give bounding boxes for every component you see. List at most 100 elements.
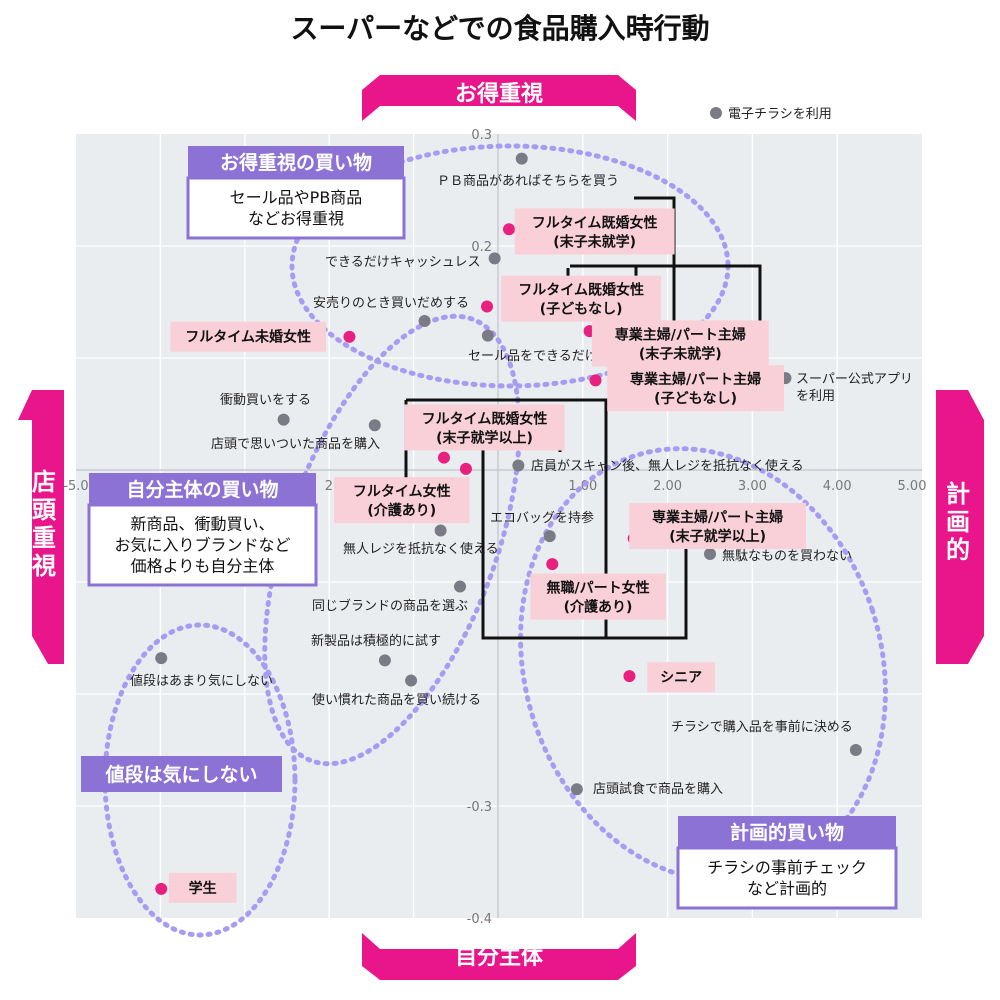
behavior-point xyxy=(418,315,431,328)
direction-label-right: 画 xyxy=(946,508,970,536)
behavior-point xyxy=(454,580,467,593)
behavior-point xyxy=(405,674,418,687)
behavior-point xyxy=(378,654,391,667)
segment-label: 無職/パート女性 xyxy=(547,580,650,597)
segment-label: 専業主婦/パート主婦 xyxy=(652,509,783,526)
chart-title: スーパーなどでの食品購入時行動 xyxy=(290,12,709,45)
segment-label-box xyxy=(629,503,807,549)
behavior-point xyxy=(849,744,862,756)
behavior-label: ＰＢ商品があればそちらを買う xyxy=(437,174,619,189)
segment-label-box xyxy=(607,365,784,412)
behavior-label: を利用 xyxy=(796,389,835,404)
segment-label-box xyxy=(647,662,716,693)
behavior-label: 無駄なものを買わない xyxy=(722,549,852,564)
behavior-point xyxy=(488,252,501,265)
x-tick-label: 5.00 xyxy=(898,479,927,494)
direction-arrow-bottom xyxy=(362,933,636,980)
segment-label-box xyxy=(168,872,237,903)
segment-point xyxy=(459,462,472,475)
behavior-label: 同じブランドの商品を選ぶ xyxy=(312,598,468,614)
segment-label-box xyxy=(334,477,470,524)
cluster-description: お気に入りブランドなど xyxy=(114,536,290,555)
legend-marker xyxy=(710,107,722,119)
cluster-description: 新商品、衝動買い、 xyxy=(130,515,274,534)
x-tick-label: 4.00 xyxy=(823,479,852,494)
segment-label: (介護あり) xyxy=(367,502,436,519)
y-tick-label: -0.4 xyxy=(467,912,492,927)
behavior-label: 店頭試食で商品を購入 xyxy=(593,781,723,797)
cluster-title: 自分主体の買い物 xyxy=(126,478,278,501)
segment-label: フルタイム女性 xyxy=(353,483,451,500)
behavior-label: 使い慣れた商品を買い続ける xyxy=(312,692,481,708)
behavior-point xyxy=(512,459,525,472)
behavior-label: 衝動買いをする xyxy=(220,393,311,408)
cluster-description: など計画的 xyxy=(747,879,827,898)
segment-label-box xyxy=(170,321,327,352)
x-tick-label: -5.0 xyxy=(63,479,88,494)
segment-point xyxy=(503,223,516,236)
behavior-point xyxy=(155,652,168,665)
direction-arrow-top xyxy=(362,75,636,121)
segment-point xyxy=(481,300,494,313)
segment-label: (末子就学以上) xyxy=(436,429,533,446)
segment-label-box xyxy=(514,208,675,255)
direction-label-top: お得重視 xyxy=(455,81,543,107)
cluster-title-box xyxy=(678,816,896,848)
behavior-point xyxy=(481,329,494,342)
segment-label-box xyxy=(530,573,666,620)
behavior-label: 店頭で思いついた商品を購入 xyxy=(211,437,380,452)
bracket-line xyxy=(634,196,676,342)
behavior-label: エコバッグを持参 xyxy=(490,510,594,526)
behavior-label: 店員がスキャン後、無人レジを抵抗なく使える xyxy=(531,458,804,474)
behavior-point xyxy=(704,548,716,560)
cluster-description: セール品やPB商品 xyxy=(230,188,363,207)
direction-label-right: 計 xyxy=(946,480,970,508)
behavior-point xyxy=(368,419,381,432)
cluster-description-box xyxy=(186,176,406,240)
bracket-line xyxy=(481,432,688,640)
segment-label: フルタイム既婚女性 xyxy=(518,282,644,299)
direction-label-left: 店 xyxy=(32,468,56,496)
cluster-title-box xyxy=(89,473,316,505)
segment-label: (子どもなし) xyxy=(654,391,737,407)
segment-label: 専業主婦/パート主婦 xyxy=(630,371,761,388)
segment-label: フルタイム未婚女性 xyxy=(185,329,311,346)
behavior-point xyxy=(515,152,528,165)
segment-label: (子どもなし) xyxy=(540,302,623,318)
segment-label-box xyxy=(404,404,565,451)
segment-label: フルタイム既婚女性 xyxy=(422,410,548,427)
direction-label-left: 視 xyxy=(31,552,56,580)
behavior-point xyxy=(277,413,290,426)
segment-point xyxy=(623,670,636,683)
segment-label: フルタイム既婚女性 xyxy=(532,214,658,231)
direction-label-bottom: 自分主体 xyxy=(455,944,544,970)
y-tick-label: -0.3 xyxy=(467,800,492,815)
segment-label: (末子未就学) xyxy=(553,233,636,250)
segment-point xyxy=(589,374,602,387)
cluster-description: 価格よりも自分主体 xyxy=(131,557,275,576)
behavior-label: スーパー公式アプリ xyxy=(796,372,913,387)
behavior-label: セール品をできるだけ xyxy=(468,349,598,364)
behavior-label: 無人レジを抵抗なく使える xyxy=(343,541,499,557)
behavior-point xyxy=(570,783,583,796)
behavior-label: 値段はあまり気にしない xyxy=(130,673,273,689)
direction-label-left: 頭 xyxy=(32,496,57,524)
segment-label-box xyxy=(501,275,662,322)
x-tick-label: 3.00 xyxy=(738,479,767,494)
segment-label: (末子未就学) xyxy=(639,345,722,362)
behavior-label: できるだけキャッシュレス xyxy=(325,255,480,270)
cluster-title: お得重視の買い物 xyxy=(220,151,372,174)
x-tick-label: 1.00 xyxy=(568,479,597,494)
behavior-label: チラシで購入品を事前に決める xyxy=(671,719,853,735)
cluster-title-box xyxy=(81,756,282,792)
segment-point xyxy=(546,558,559,571)
cluster-title-box xyxy=(188,146,404,178)
cluster-description: などお得重視 xyxy=(248,209,344,228)
cluster-description: チラシの事前チェック xyxy=(707,858,867,877)
direction-label-left: 重 xyxy=(32,524,56,552)
segment-point xyxy=(437,451,450,464)
y-tick-label: 0.3 xyxy=(471,128,492,143)
segment-label: シニア xyxy=(660,670,702,686)
segment-label: (末子就学以上) xyxy=(669,528,766,545)
segment-label: 専業主婦/パート主婦 xyxy=(615,326,746,343)
